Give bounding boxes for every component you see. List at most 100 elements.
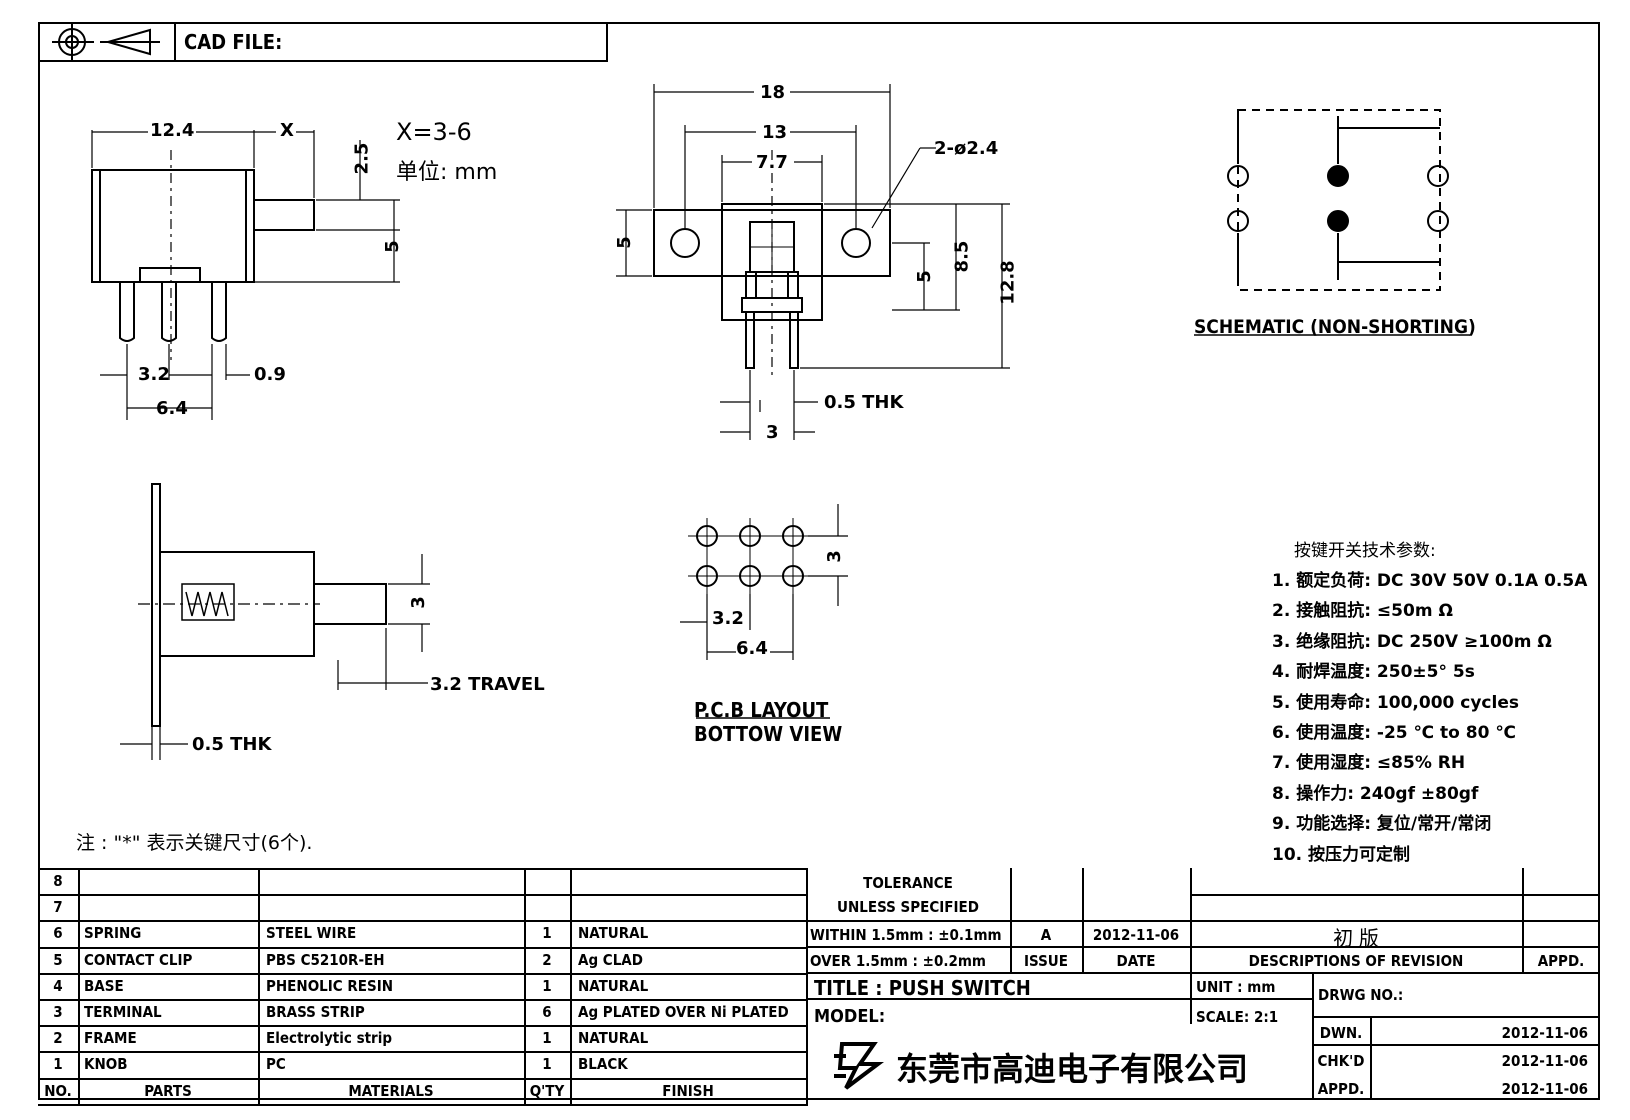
tb-line	[1190, 894, 1600, 896]
cad-file-label: CAD FILE:	[184, 30, 283, 54]
tb-line	[806, 998, 1314, 1000]
spec-item: 8. 操作力: 240gf ±80gf	[1272, 783, 1479, 804]
bom-material: PBS C5210R-EH	[266, 950, 385, 969]
bom-row-line	[38, 999, 808, 1001]
tolerance-1: TOLERANCE	[863, 874, 953, 892]
dim-6-4-pcb: 6.4	[736, 638, 768, 659]
dim-5-left: 5	[613, 236, 635, 249]
dwn-date: 2012-11-06	[1501, 1024, 1588, 1042]
tb-col	[1522, 868, 1524, 972]
bom-header-qty: Q'TY	[529, 1081, 565, 1100]
bom-qty: 6	[542, 1003, 552, 1021]
footnote: 注 : "*" 表示关键尺寸(6个).	[76, 832, 313, 854]
bom-col-line	[806, 868, 808, 1104]
side-view	[91, 130, 400, 420]
tb-col	[1370, 1016, 1372, 1100]
bom-header-no: NO.	[44, 1081, 72, 1100]
bom-row-line	[38, 1025, 808, 1028]
travel-view	[120, 483, 430, 760]
pcb-layout	[680, 504, 848, 719]
bom-no: 4	[53, 976, 63, 995]
bom-no: 1	[53, 1055, 63, 1074]
tb-col	[1082, 868, 1084, 972]
spec-item: 9. 功能选择: 复位/常开/常闭	[1272, 814, 1492, 835]
spec-item: 7. 使用湿度: ≤85% RH	[1272, 753, 1466, 774]
spec-item: 5. 使用寿命: 100,000 cycles	[1272, 692, 1519, 713]
bom-no: 2	[53, 1029, 63, 1048]
spec-item: 6. 使用温度: -25 ℃ to 80 ℃	[1272, 723, 1516, 743]
bom-material: STEEL WIRE	[266, 924, 357, 943]
dim-12-8: 12.8	[997, 260, 1019, 305]
bom-material: PC	[266, 1055, 286, 1074]
bom-finish: NATURAL	[578, 1029, 649, 1048]
header-right-line	[606, 22, 608, 62]
bom-part: FRAME	[84, 1029, 137, 1048]
spec-item: 1. 额定负荷: DC 30V 50V 0.1A 0.5A	[1272, 571, 1588, 591]
tb-line	[1312, 1044, 1600, 1046]
bom-material: PHENOLIC RESIN	[266, 976, 394, 995]
dim-thk-front: 0.5 THK	[824, 392, 904, 413]
dim-18: 18	[760, 82, 786, 103]
spec-item: 2. 接触阻抗: ≤50m Ω	[1272, 601, 1453, 622]
tolerance-within: WITHIN 1.5mm : ±0.1mm	[810, 926, 1002, 944]
chkd-label: CHK'D	[1317, 1052, 1365, 1070]
spec-item: 10. 按压力可定制	[1272, 844, 1411, 865]
bom-header-parts: PARTS	[144, 1081, 192, 1100]
header-divider	[174, 22, 176, 62]
travel-label: 3.2 TRAVEL	[430, 674, 545, 695]
scale-label: SCALE: 2:1	[1196, 1008, 1279, 1026]
revision-description: 初 版	[1333, 926, 1379, 950]
bom-finish: NATURAL	[578, 976, 649, 995]
dim-5-right: 5	[913, 270, 935, 283]
description-header: DESCRIPTIONS OF REVISION	[1248, 952, 1464, 970]
bom-material: Electrolytic strip	[266, 1029, 392, 1048]
bom-header-materials: MATERIALS	[348, 1081, 434, 1100]
bom-row-line	[38, 868, 808, 870]
bom-qty: 1	[542, 1055, 552, 1074]
tolerance-over: OVER 1.5mm : ±0.2mm	[810, 952, 986, 970]
bom-header-finish: FINISH	[662, 1081, 714, 1100]
issue-value: A	[1040, 926, 1052, 944]
tb-col	[1010, 868, 1012, 972]
appd-header: APPD.	[1537, 952, 1585, 970]
bom-row-line	[38, 920, 808, 923]
bom-row-line	[38, 972, 808, 975]
chkd-date: 2012-11-06	[1501, 1052, 1588, 1070]
bom-part: KNOB	[84, 1055, 128, 1074]
dim-7-7: 7.7	[756, 152, 788, 173]
drwg-no-label: DRWG NO.:	[1318, 986, 1404, 1004]
unit-label: UNIT : mm	[1196, 978, 1276, 996]
bom-col-line	[258, 868, 260, 1104]
tb-line	[1312, 1016, 1600, 1018]
bom-part: BASE	[84, 976, 124, 995]
x-range-note: X=3-6	[396, 118, 472, 146]
appd-date: 2012-11-06	[1501, 1080, 1588, 1098]
projection-symbol-icon	[52, 24, 160, 60]
bom-no: 6	[53, 924, 63, 943]
date-value: 2012-11-06	[1092, 926, 1180, 944]
tb-line	[806, 920, 1600, 922]
bom-no: 7	[53, 898, 63, 917]
dim-3-2-side: 3.2	[138, 364, 170, 385]
front-view	[616, 84, 1010, 440]
dim-6-4-side: 6.4	[156, 398, 188, 419]
bom-part: SPRING	[84, 924, 142, 943]
bom-qty: 1	[542, 976, 552, 995]
dim-13: 13	[762, 122, 788, 143]
dim-8-5: 8.5	[951, 240, 973, 273]
bom-row-line	[38, 1077, 808, 1080]
tb-line	[806, 972, 1600, 974]
company-logo-icon	[834, 1042, 884, 1090]
specs-title: 按键开关技术参数:	[1294, 541, 1436, 561]
schematic-diagram	[1227, 109, 1449, 291]
dim-x: X	[280, 120, 294, 141]
bom-row-line	[38, 894, 808, 897]
dim-0-9: 0.9	[254, 364, 286, 385]
bom-part: TERMINAL	[84, 1003, 162, 1021]
schematic-label: SCHEMATIC (NON-SHORTING)	[1194, 316, 1476, 338]
bom-finish: Ag CLAD	[578, 950, 643, 969]
dwn-label: DWN.	[1319, 1024, 1363, 1042]
spec-item: 4. 耐焊温度: 250±5° 5s	[1272, 662, 1475, 683]
dim-hole: 2-ø2.4	[934, 138, 999, 159]
